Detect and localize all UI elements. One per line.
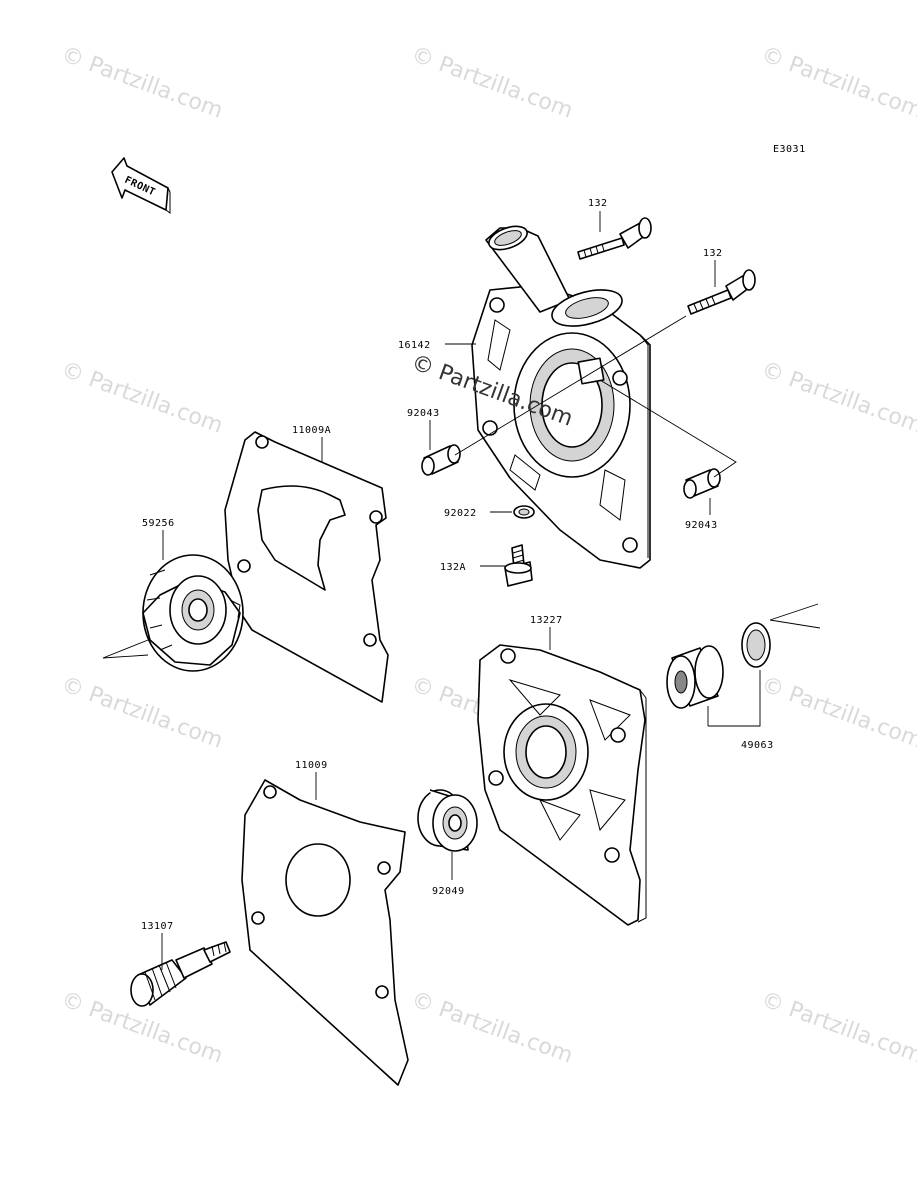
- part-label-132: 132: [703, 248, 723, 259]
- part-label-59256: 59256: [142, 518, 175, 529]
- pump-cover-icon: [471, 225, 651, 569]
- watermark: © Partzilla.com: [408, 987, 576, 1069]
- part-label-92022: 92022: [444, 508, 477, 519]
- bolt-upper-icon: [577, 217, 652, 260]
- dowel-left-icon: [421, 444, 461, 476]
- part-label-13107: 13107: [141, 921, 174, 932]
- pump-body-icon: [477, 644, 647, 926]
- front-arrow-icon: FRONT: [111, 157, 171, 214]
- dowel-right-icon: [683, 468, 721, 499]
- part-label-13227: 13227: [530, 615, 563, 626]
- part-label-132: 132: [588, 198, 608, 209]
- pump-shaft-icon: [130, 941, 231, 1007]
- oil-seal-icon: [417, 789, 478, 852]
- diagram-code: E3031: [773, 144, 806, 155]
- part-label-92043: 92043: [685, 520, 718, 531]
- part-label-92049: 92049: [432, 886, 465, 897]
- part-label-49063: 49063: [741, 740, 774, 751]
- gasket-icon: [241, 779, 409, 1086]
- watermark: © Partzilla.com: [58, 672, 226, 754]
- impeller-icon: [142, 554, 244, 672]
- bolt-right-icon: [687, 269, 756, 315]
- watermark: © Partzilla.com: [58, 42, 226, 124]
- watermark: © Partzilla.com: [758, 672, 917, 754]
- stud-bolt-icon: [504, 544, 533, 587]
- part-label-16142: 16142: [398, 340, 431, 351]
- leader-lines: [102, 211, 821, 970]
- part-label-92043: 92043: [407, 408, 440, 419]
- watermark: © Partzilla.com: [758, 987, 917, 1069]
- washer-icon: [513, 505, 535, 519]
- watermark: © Partzilla.com: [408, 42, 576, 124]
- watermark: © Partzilla.com: [58, 357, 226, 439]
- part-label-11009: 11009: [295, 760, 328, 771]
- part-labels: 132 132 16142 92043 92043 11009A 59256 9…: [141, 198, 774, 932]
- watermark: © Partzilla.com: [758, 42, 917, 124]
- gasket-a-icon: [224, 431, 389, 703]
- part-label-11009a: 11009A: [292, 425, 331, 436]
- part-label-132a: 132A: [440, 562, 466, 573]
- seal-set-icon: [666, 622, 771, 709]
- watermark: © Partzilla.com: [758, 357, 917, 439]
